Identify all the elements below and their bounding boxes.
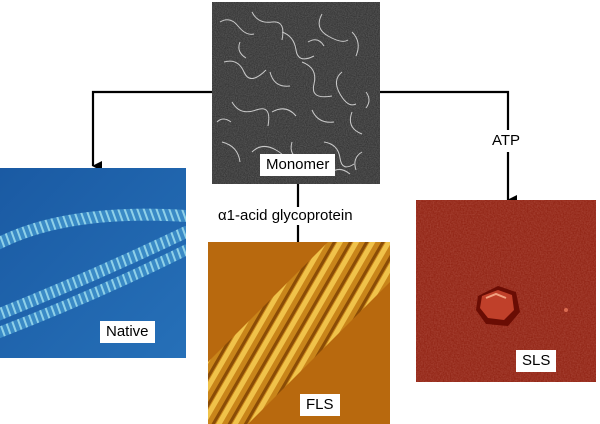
arrow-to-sls [380, 90, 517, 205]
arrow-to-native [91, 90, 212, 171]
atp-label: ATP [488, 130, 525, 152]
fls-image [208, 242, 390, 424]
sls-label: SLS [516, 350, 557, 372]
alpha1-acid-glycoprotein-label: α1-acid glycoprotein [216, 207, 355, 225]
native-image [0, 168, 186, 358]
native-label: Native [100, 321, 155, 343]
sls-image [416, 200, 596, 382]
fls-label: FLS [300, 394, 340, 416]
monomer-image [212, 2, 380, 184]
monomer-label: Monomer [260, 154, 336, 176]
